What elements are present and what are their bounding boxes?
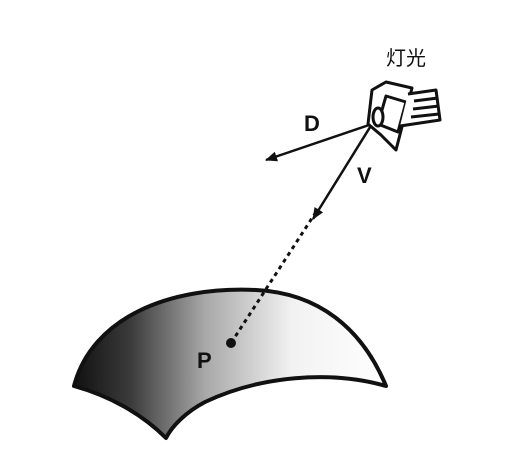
v-dashed-line: [231, 211, 318, 341]
spotlight-icon: [366, 80, 442, 152]
curved-surface: [72, 287, 388, 440]
d-label: D: [304, 111, 320, 136]
arrow-d: [265, 122, 373, 162]
point-p: [226, 338, 236, 348]
p-label: P: [197, 348, 212, 373]
light-label: 灯光: [386, 46, 426, 70]
arrow-v: [311, 123, 374, 220]
v-label: V: [357, 163, 372, 188]
